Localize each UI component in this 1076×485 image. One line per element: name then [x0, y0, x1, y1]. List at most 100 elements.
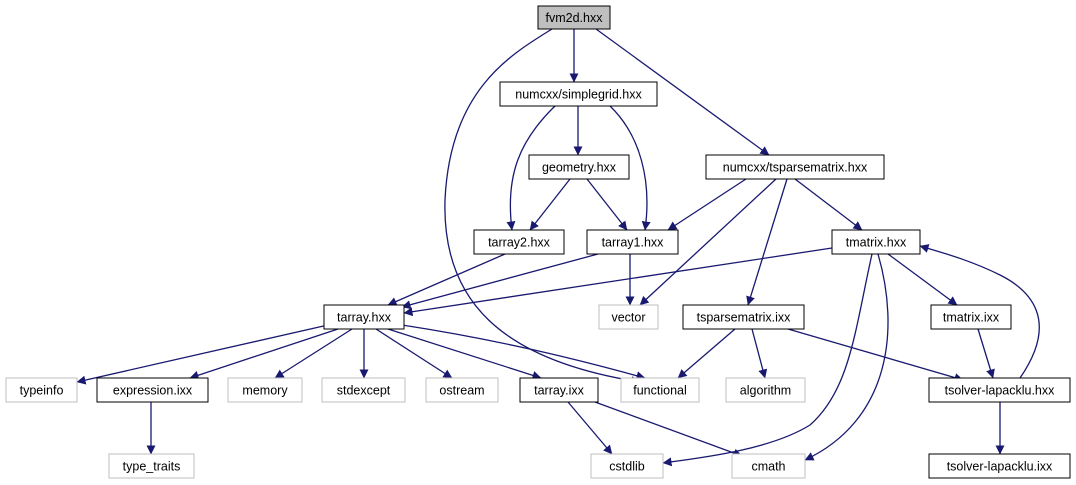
node-label: tarray.ixx [534, 384, 585, 398]
node-box [831, 229, 921, 255]
node-label: stdexcept [337, 384, 391, 398]
edge-tmatrix-to-tarray [403, 247, 833, 317]
node-label: type_traits [123, 460, 181, 474]
node-tsolver_hxx[interactable]: tsolver-lapacklu.hxx [928, 377, 1071, 403]
edge-tsparsematrix-to-vector [639, 178, 777, 306]
node-label: ostream [439, 384, 484, 398]
node-label: algorithm [740, 384, 791, 398]
edge-tmatrix-to-tmatrix_ixx [887, 253, 958, 306]
node-box [519, 377, 599, 403]
node-tsolver_ixx[interactable]: tsolver-lapacklu.ixx [928, 453, 1071, 479]
edge-tarray-to-tarray_ixx [387, 328, 542, 380]
node-simplegrid[interactable]: numcxx/simplegrid.hxx [499, 81, 658, 107]
edge-fvm2d-to-tsparsematrix [595, 28, 770, 156]
node-box [590, 453, 664, 479]
edge-tarray-to-memory [274, 328, 353, 379]
node-label: typeinfo [20, 384, 64, 398]
edges-layer [76, 28, 1040, 467]
node-algorithm: algorithm [725, 377, 806, 403]
edge-tarray2-to-tarray [387, 253, 506, 306]
edge-tsolver_hxx-to-tmatrix [919, 244, 1040, 379]
node-cstdlib: cstdlib [590, 453, 664, 479]
node-fvm2d[interactable]: fvm2d.hxx [537, 5, 611, 30]
node-label: tmatrix.ixx [943, 311, 1000, 325]
node-label: tsolver-lapacklu.ixx [947, 460, 1053, 474]
node-box [323, 304, 405, 330]
node-tarray2[interactable]: tarray2.hxx [473, 229, 565, 255]
node-label: functional [633, 384, 687, 398]
edge-tsparsematrix_ixx-to-functional [677, 328, 736, 379]
edge-tmatrix_ixx-to-tsolver_hxx [977, 328, 995, 379]
node-tarray_ixx[interactable]: tarray.ixx [519, 377, 599, 403]
node-expression[interactable]: expression.ixx [96, 377, 209, 403]
node-label: tsparsematrix.ixx [697, 311, 792, 325]
edge-tarray_ixx-to-cmath [594, 401, 743, 458]
edge-tarray-to-ostream [375, 328, 453, 379]
edge-tarray-to-typeinfo [76, 324, 329, 385]
node-label: geometry.hxx [542, 161, 617, 175]
node-stdexcept: stdexcept [321, 377, 406, 403]
node-box [682, 304, 805, 330]
node-type_traits: type_traits [108, 453, 195, 479]
node-label: tarray1.hxx [602, 236, 665, 250]
edge-tarray-to-expression [189, 328, 339, 380]
edge-tarray-to-functional [401, 324, 646, 381]
node-box [586, 229, 679, 255]
edge-tarray_ixx-to-cstdlib [567, 401, 613, 455]
node-box [537, 5, 611, 30]
nodes-layer: fvm2d.hxx numcxx/simplegrid.hxx geometry.h… [5, 5, 1071, 479]
edge-fvm2d-to-functional [444, 28, 641, 386]
node-box [473, 229, 565, 255]
node-label: cstdlib [609, 460, 644, 474]
node-tmatrix_ixx[interactable]: tmatrix.ixx [930, 304, 1012, 330]
node-label: tarray.hxx [337, 311, 392, 325]
edge-simplegrid-to-tarray2 [506, 105, 556, 231]
node-typeinfo: typeinfo [5, 377, 78, 403]
node-box [425, 377, 499, 403]
node-box [598, 304, 659, 330]
node-label: tmatrix.hxx [846, 236, 907, 250]
node-label: memory [242, 384, 288, 398]
edge-tmatrix-to-cstdlib [662, 253, 873, 467]
edge-tsparsematrix-to-tsparsematrix_ixx [746, 178, 788, 306]
node-tsparsematrix[interactable]: numcxx/tsparsematrix.hxx [705, 154, 885, 180]
node-memory: memory [227, 377, 303, 403]
edge-geometry-to-tarray2 [529, 178, 571, 231]
node-box [930, 304, 1012, 330]
node-label: expression.ixx [113, 384, 193, 398]
node-tarray1[interactable]: tarray1.hxx [586, 229, 679, 255]
edge-tsparsematrix_ixx-to-algorithm [751, 328, 768, 379]
edge-tsparsematrix-to-tarray1 [667, 178, 747, 231]
node-cmath: cmath [731, 453, 806, 479]
node-box [705, 154, 885, 180]
node-label: tsolver-lapacklu.hxx [945, 384, 1056, 398]
node-vector: vector [598, 304, 659, 330]
edge-tsparsematrix-to-tmatrix [794, 178, 863, 231]
node-box [96, 377, 209, 403]
node-box [499, 81, 658, 107]
node-label: numcxx/tsparsematrix.hxx [723, 161, 868, 175]
node-box [108, 453, 195, 479]
node-box [321, 377, 406, 403]
node-box [725, 377, 806, 403]
node-box [528, 154, 630, 180]
node-label: fvm2d.hxx [546, 11, 604, 25]
node-box [731, 453, 806, 479]
node-tsparsematrix_ixx[interactable]: tsparsematrix.ixx [682, 304, 805, 330]
node-tarray[interactable]: tarray.hxx [323, 304, 405, 330]
node-label: vector [611, 311, 645, 325]
node-label: cmath [751, 460, 785, 474]
node-tmatrix[interactable]: tmatrix.hxx [831, 229, 921, 255]
node-label: numcxx/simplegrid.hxx [515, 88, 642, 102]
node-box [227, 377, 303, 403]
node-box [620, 377, 700, 403]
edge-tsparsematrix_ixx-to-tsolver_hxx [787, 328, 964, 382]
node-functional: functional [620, 377, 700, 403]
edge-geometry-to-tarray1 [586, 178, 628, 231]
node-box [928, 377, 1071, 403]
node-box [928, 453, 1071, 479]
edge-tmatrix-to-cmath [804, 253, 889, 461]
edge-simplegrid-to-tarray1 [609, 105, 651, 231]
node-geometry[interactable]: geometry.hxx [528, 154, 630, 180]
